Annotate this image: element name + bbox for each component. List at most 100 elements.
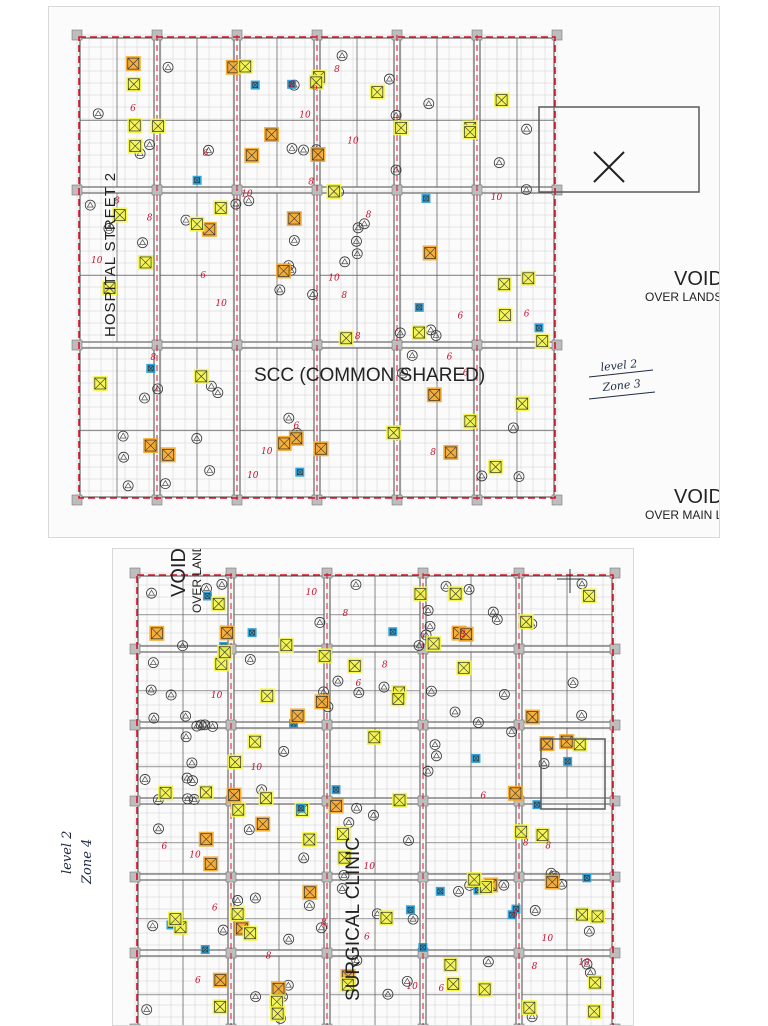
equipment-symbol (420, 944, 426, 951)
fixture-symbol (232, 895, 244, 906)
markup-number: 10 (215, 299, 227, 309)
equipment-symbol (407, 906, 414, 913)
equipment-symbol (318, 650, 331, 662)
equipment-symbol (261, 690, 273, 702)
equipment-symbol (464, 415, 477, 428)
fixture-symbol (465, 585, 473, 592)
fixture-symbol (250, 892, 261, 904)
fixture-symbol (392, 111, 400, 118)
fixture-symbol (203, 144, 214, 156)
markup-number: 10 (91, 256, 103, 266)
equipment-symbol (304, 886, 316, 899)
fixture-symbol (317, 924, 325, 931)
equipment-symbol (215, 202, 227, 214)
equipment-symbol (265, 128, 278, 141)
fixture-symbol (145, 684, 157, 696)
equipment-symbol (129, 140, 141, 152)
equipment-symbol (315, 442, 327, 455)
markup-number: 6 (312, 83, 318, 93)
equipment-symbol (468, 873, 481, 886)
markup-number: 6 (203, 149, 209, 159)
fixture-symbol (139, 239, 147, 245)
fixture-symbol (243, 824, 255, 835)
fixture-symbol (567, 677, 579, 689)
equipment-symbol (523, 1001, 536, 1014)
equipment-symbol (328, 185, 340, 198)
equipment-symbol (464, 126, 476, 138)
markup-number: 8 (532, 962, 538, 972)
equipment-symbol (252, 82, 259, 88)
fixture-symbol (493, 615, 501, 622)
markup-number: 10 (328, 273, 340, 283)
fixture-symbol (360, 220, 368, 227)
fixture-symbol (182, 712, 190, 719)
fixture-symbol (478, 472, 486, 479)
markup-number: 6 (524, 309, 530, 319)
equipment-symbol (277, 265, 290, 277)
equipment-symbol (523, 1001, 536, 1014)
fixture-symbol (205, 380, 217, 392)
equipment-symbol (560, 735, 573, 748)
fixture-symbol (252, 993, 260, 999)
equipment-symbol (290, 432, 303, 445)
fixture-symbol (520, 184, 532, 195)
fixture-symbol (148, 712, 160, 724)
equipment-symbol (333, 786, 339, 793)
equipment-symbol (536, 324, 542, 331)
equipment-symbol (330, 800, 342, 812)
fixture-symbol (394, 327, 406, 339)
equipment-symbol (564, 758, 571, 765)
fixture-symbol (368, 809, 379, 821)
equipment-symbol (214, 202, 227, 214)
equipment-symbol (227, 61, 240, 74)
markup-number: 8 (460, 630, 466, 640)
fixture-symbol (415, 641, 423, 648)
fixture-symbol (354, 224, 362, 231)
fixture-symbol (183, 774, 191, 781)
equipment-symbol (427, 637, 440, 650)
equipment-symbol (139, 256, 152, 269)
equipment-symbol (127, 57, 140, 70)
equipment-symbol (428, 389, 440, 401)
equipment-symbol (380, 912, 393, 924)
fixture-symbol (188, 777, 197, 784)
fixture-symbol (351, 235, 362, 247)
fixture-symbol (177, 640, 188, 652)
equipment-symbol (588, 1005, 601, 1018)
markup-number: 8 (321, 918, 327, 928)
equipment-symbol (583, 590, 595, 602)
fixture-symbol (105, 224, 113, 231)
fixture-symbol (528, 1013, 536, 1020)
equipment-symbol (202, 946, 208, 953)
equipment-symbol (200, 786, 212, 799)
equipment-symbol (464, 415, 477, 428)
equipment-symbol (203, 223, 215, 236)
fixture-symbol (420, 629, 432, 641)
markup-number: 6 (364, 933, 370, 943)
equipment-symbol (395, 121, 407, 134)
fixture-symbol (341, 258, 349, 265)
fixture-symbol (380, 683, 388, 690)
markup-number: 10 (363, 862, 375, 872)
markup-number: 8 (147, 213, 153, 223)
fixture-symbol (336, 50, 348, 62)
equipment-symbol (103, 282, 116, 294)
equipment-symbol (473, 755, 479, 762)
fixture-symbol (154, 825, 163, 832)
equipment-symbol (414, 588, 427, 600)
equipment-symbol (205, 858, 217, 870)
fixture-symbol (250, 991, 262, 1003)
fixture-symbol (285, 414, 293, 421)
fixture-symbol (186, 757, 198, 769)
equipment-symbol (437, 888, 444, 895)
equipment-symbol (447, 978, 460, 990)
equipment-symbol (338, 851, 351, 864)
structural-column (551, 494, 563, 506)
fixture-symbol (207, 382, 215, 389)
fixture-symbol (355, 688, 363, 695)
fixture-symbol (390, 164, 402, 176)
equipment-symbol (195, 370, 208, 383)
fixture-symbol (531, 906, 539, 913)
fixture-symbol (179, 642, 187, 649)
equipment-symbol (516, 397, 528, 410)
